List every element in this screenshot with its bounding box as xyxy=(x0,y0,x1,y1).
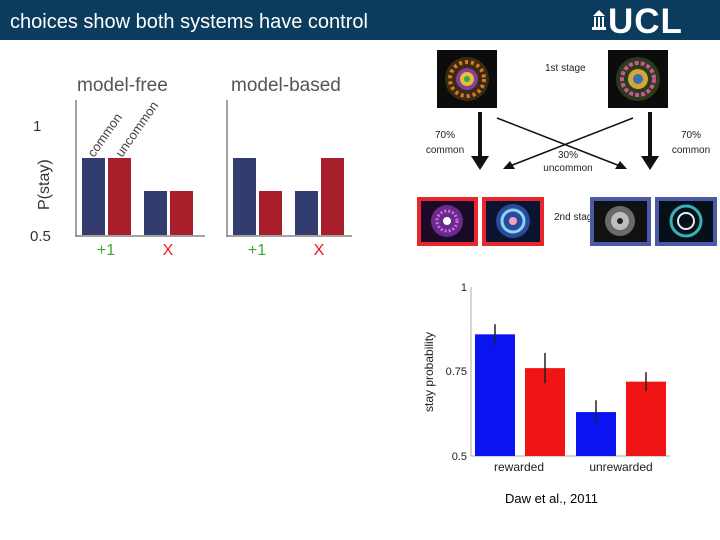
left-common-pct: 70% xyxy=(435,130,455,141)
model-free-title: model-free xyxy=(77,75,168,96)
task-diagram: 1st stage 70% common 70% common 30% unco… xyxy=(426,63,710,223)
second-stage-blue-image-1 xyxy=(590,197,651,246)
bar xyxy=(321,158,344,235)
y-axis-label: P(stay) xyxy=(36,159,53,210)
left-common-word: common xyxy=(426,145,464,156)
second-stage-red-image-2 xyxy=(482,197,544,246)
uncommon-pct: 30% xyxy=(558,150,578,161)
right-common-pct: 70% xyxy=(681,130,701,141)
stay-bars xyxy=(470,287,670,457)
slide-header: choices show both systems have control U… xyxy=(0,0,720,41)
cross-arrowhead-left xyxy=(503,161,515,169)
right-common-arrowhead xyxy=(641,156,659,170)
ucl-logo: UCL xyxy=(592,2,702,41)
y-tick-top: 1 xyxy=(33,118,41,135)
stay-probability-chart: 1 0.75 0.5 stay probability rewarded unr… xyxy=(422,282,670,474)
x-tick-label: +1 xyxy=(97,242,115,259)
y-tick-bottom: 0.5 xyxy=(30,228,51,245)
second-stage-red-image-1 xyxy=(417,197,478,246)
model-free-bars: +1 X xyxy=(75,100,205,259)
slide-title: choices show both systems have control xyxy=(10,11,368,33)
y-tick-05: 0.5 xyxy=(452,451,467,463)
y-axis-label: stay probability xyxy=(422,332,436,412)
first-stage-right-image xyxy=(608,50,668,108)
portico-icon xyxy=(592,10,606,30)
cross-arrowhead-right xyxy=(615,161,627,169)
cross-arrow-left xyxy=(509,117,634,167)
second-stage-blue-image-2 xyxy=(655,197,717,246)
bar xyxy=(233,158,256,235)
bar xyxy=(295,191,318,235)
x-tick-label: +1 xyxy=(248,242,266,259)
first-stage-label: 1st stage xyxy=(545,63,586,74)
left-common-arrowhead xyxy=(471,156,489,170)
x-label-rewarded: rewarded xyxy=(494,460,544,474)
second-stage-label-1: 2nd stage xyxy=(554,212,598,223)
bar xyxy=(626,381,666,456)
cross-arrow-right xyxy=(496,117,621,167)
x-tick-label: X xyxy=(314,242,325,259)
bar xyxy=(144,191,167,235)
y-tick-1: 1 xyxy=(461,282,467,294)
bar xyxy=(259,191,282,235)
bar xyxy=(170,191,193,235)
right-common-word: common xyxy=(672,145,710,156)
model-based-bars: +1 X xyxy=(226,100,352,259)
x-tick-label: X xyxy=(163,242,174,259)
bar xyxy=(475,334,515,456)
y-tick-075: 0.75 xyxy=(446,366,467,378)
uncommon-word: uncommon xyxy=(543,163,592,174)
legend-uncommon: uncommon xyxy=(112,98,161,159)
first-stage-left-image xyxy=(437,50,497,108)
citation: Daw et al., 2011 xyxy=(505,491,598,506)
logo-text: UCL xyxy=(608,2,683,41)
bar xyxy=(82,158,105,235)
model-based-title: model-based xyxy=(231,75,341,96)
bar xyxy=(108,158,131,235)
x-label-unrewarded: unrewarded xyxy=(589,460,652,474)
schematic-charts: model-free model-based 1 0.5 P(stay) com… xyxy=(30,75,352,259)
